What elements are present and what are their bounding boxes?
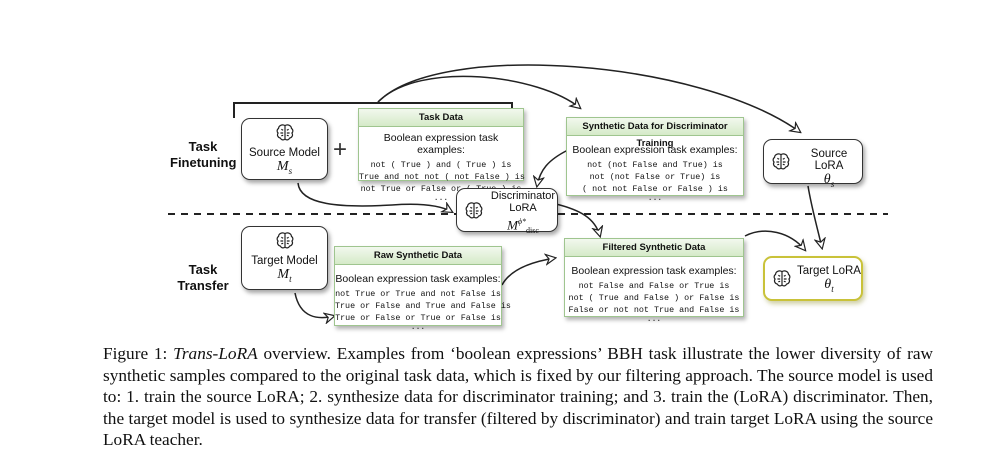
target-lora-text: Target LoRA θt <box>797 265 861 294</box>
example-line: not ( True ) and ( True ) is <box>370 160 512 170</box>
example-line: True and not not ( not False ) is <box>359 172 525 182</box>
raw-synthetic-title: Raw Synthetic Data <box>335 247 501 265</box>
figure-caption: Figure 1: Trans-LoRA overview. Examples … <box>103 343 933 451</box>
raw-synthetic-data-box: Raw Synthetic Data Boolean expression ta… <box>334 246 511 332</box>
raw-synthetic-intro: Boolean expression task examples: <box>335 273 501 285</box>
target-model-label: Target Model <box>251 255 318 267</box>
row-label-line: Finetuning <box>170 155 237 170</box>
caption-prefix: Figure 1: <box>103 344 174 363</box>
arrow-synthetic-to-disc <box>537 149 569 186</box>
caption-text: overview. Examples from ‘boolean express… <box>103 344 933 450</box>
discriminator-symbol: Mϕ*disc <box>489 214 557 239</box>
example-line: not False and False or True is <box>578 281 730 291</box>
arrow-filtered-to-target-lora <box>744 230 805 250</box>
symbol-subscript: t <box>289 273 292 284</box>
example-line: not (not False or True) is <box>589 172 721 182</box>
ellipsis: ... <box>433 194 449 203</box>
arrow-raw-to-filtered <box>501 258 555 286</box>
ellipsis: ... <box>646 315 662 324</box>
caption-title: Trans-LoRA <box>173 344 258 363</box>
discriminator-lora-box: Discriminator LoRA Mϕ*disc <box>456 188 558 235</box>
row-label-line: Task <box>188 139 218 154</box>
target-lora-label: Target LoRA <box>797 265 861 277</box>
example-line: True or False or True or False is <box>335 313 501 323</box>
arrow-disc-to-filtered <box>555 203 600 236</box>
symbol-text: M <box>276 159 289 174</box>
discriminator-label-line2: LoRA <box>509 202 537 214</box>
example-line: not (not False and True) is <box>587 160 723 170</box>
symbol-text: M <box>277 267 290 282</box>
filtered-synthetic-data-box: Filtered Synthetic Data Boolean expressi… <box>564 238 744 324</box>
brain-icon <box>771 268 793 293</box>
source-lora-box: Source LoRA θs <box>763 139 863 189</box>
arrow-source-to-disc <box>297 182 452 212</box>
arrow-target-to-raw <box>294 292 334 318</box>
task-data-box: Task Data Boolean expression task exampl… <box>358 108 525 203</box>
arrow-source-lora-to-target-lora <box>807 185 822 248</box>
target-model-symbol: Mt <box>242 267 327 284</box>
source-lora-label: Source LoRA <box>810 148 848 172</box>
row-label-line: Task <box>188 262 218 277</box>
row-label-task-transfer: Task Transfer <box>170 262 236 294</box>
brain-icon <box>770 151 792 176</box>
target-lora-symbol: θt <box>797 277 861 294</box>
task-data-title: Task Data <box>359 109 523 127</box>
example-line: not True or True and not False is <box>335 289 501 299</box>
source-lora-text: Source LoRA θs <box>796 148 862 189</box>
filtered-synthetic-title: Filtered Synthetic Data <box>565 239 743 257</box>
ellipsis: ... <box>647 194 663 203</box>
example-line: True or False and True and False is <box>335 301 511 311</box>
symbol-subscript: t <box>831 283 834 294</box>
source-model-box: Source Model Ms <box>241 118 328 180</box>
discriminator-text: Discriminator LoRA Mϕ*disc <box>489 190 557 239</box>
arrow-to-source-lora <box>377 64 800 132</box>
row-label-task-finetuning: Task Finetuning <box>170 139 236 171</box>
symbol-subscript: s <box>830 178 835 189</box>
ellipsis: ... <box>410 323 426 332</box>
symbol-text: θ <box>824 277 832 292</box>
brain-icon <box>463 200 485 225</box>
row-label-line: Transfer <box>177 278 229 293</box>
symbol-text: θ <box>823 172 831 187</box>
symbol-subscript: disc <box>526 225 539 235</box>
task-data-intro: Boolean expression task examples: <box>383 132 499 156</box>
example-line: not ( True and False ) or False is <box>568 293 740 303</box>
discriminator-label-line1: Discriminator <box>490 190 556 202</box>
filtered-synthetic-intro: Boolean expression task examples: <box>571 265 737 277</box>
brain-icon <box>242 230 327 255</box>
symbol-superscript: ϕ* <box>517 217 527 226</box>
example-line: False or not not True and False is <box>568 305 740 315</box>
target-lora-box: Target LoRA θt <box>763 256 863 301</box>
source-lora-symbol: θs <box>796 172 862 189</box>
plus-sign: + <box>333 136 348 163</box>
target-model-box: Target Model Mt <box>241 226 328 290</box>
source-model-symbol: Ms <box>242 159 327 176</box>
synthetic-disc-intro: Boolean expression task examples: <box>572 144 738 156</box>
source-model-label: Source Model <box>249 147 320 159</box>
brain-icon <box>242 122 327 147</box>
synthetic-disc-data-box: Synthetic Data for Discriminator Trainin… <box>566 117 744 203</box>
synthetic-disc-title: Synthetic Data for Discriminator Trainin… <box>567 118 743 149</box>
symbol-text: M <box>507 217 518 233</box>
example-line: ( not not False or False ) is <box>582 184 728 194</box>
symbol-subscript: s <box>288 165 293 176</box>
